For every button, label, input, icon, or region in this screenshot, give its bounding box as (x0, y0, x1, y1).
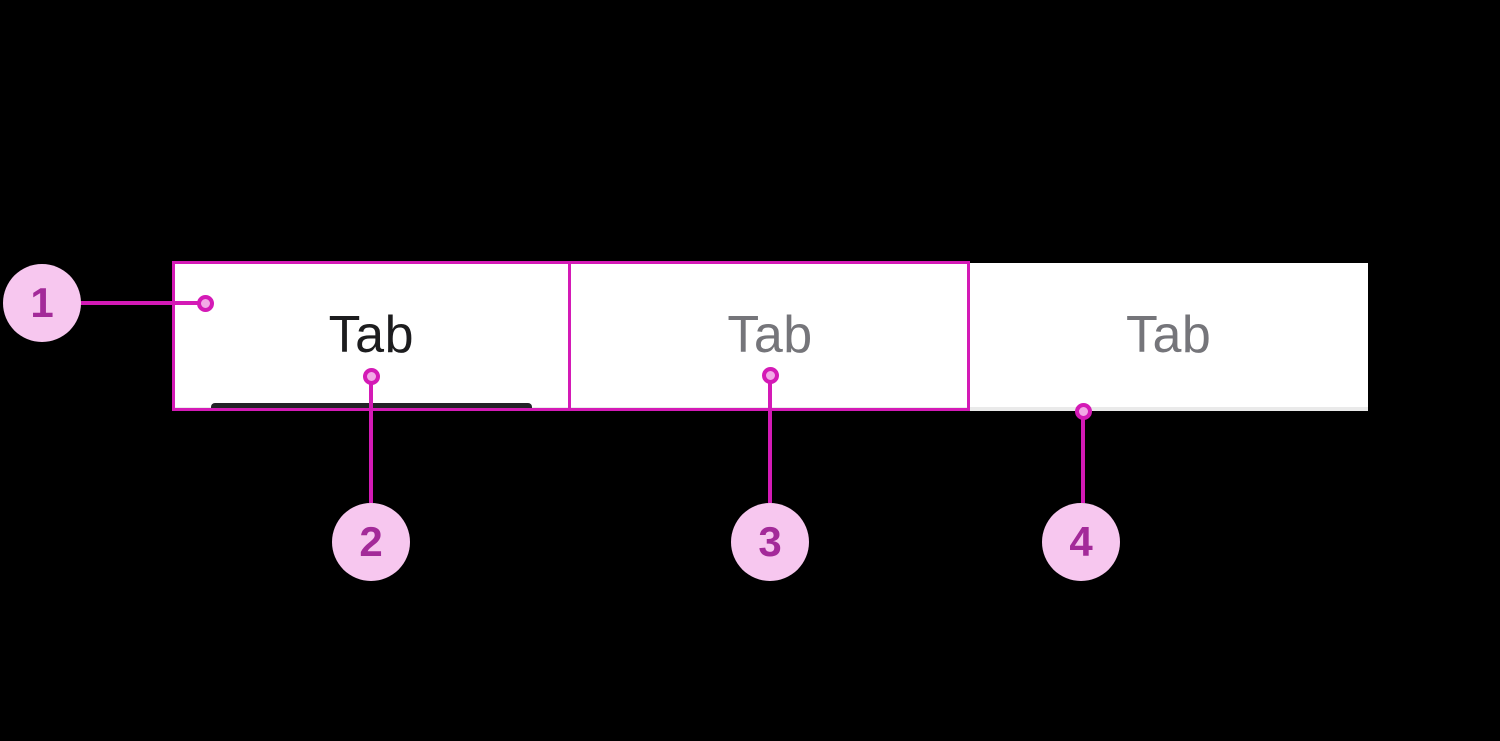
callout-3-number: 3 (758, 518, 782, 565)
callout-circle-2: 2 (332, 503, 410, 581)
tab-1-label: Tab (328, 306, 414, 364)
tab-3-label: Tab (1126, 306, 1212, 364)
connector-line-4 (1081, 411, 1085, 503)
tab-item-2[interactable]: Tab (571, 263, 970, 407)
callout-2-number: 2 (359, 518, 383, 565)
callout-1-number: 1 (30, 279, 54, 326)
anchor-dot-1 (197, 295, 214, 312)
connector-line-1 (42, 301, 205, 305)
anchor-dot-4 (1075, 403, 1092, 420)
connector-line-3 (768, 375, 772, 503)
anchor-dot-3 (762, 367, 779, 384)
tab-item-3[interactable]: Tab (969, 263, 1368, 407)
connector-line-2 (369, 376, 373, 503)
anchor-dot-2 (363, 368, 380, 385)
tab-2-label: Tab (727, 306, 813, 364)
callout-circle-1: 1 (3, 264, 81, 342)
callout-4-number: 4 (1069, 518, 1093, 565)
callout-circle-4: 4 (1042, 503, 1120, 581)
callout-circle-3: 3 (731, 503, 809, 581)
